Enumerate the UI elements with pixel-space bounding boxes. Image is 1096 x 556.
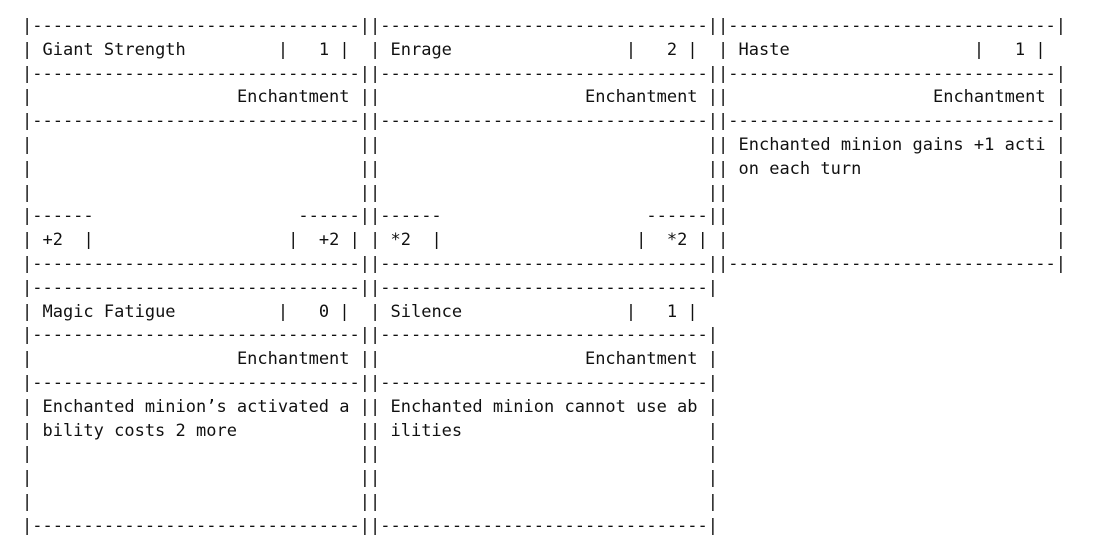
card-name: Haste Haste (738, 39, 974, 60)
card-health: *2 *2 (656, 230, 688, 251)
card-name: Magic Fatigue Magic Fatigue (42, 301, 278, 322)
card-health: +2 +2 (308, 230, 340, 251)
card[interactable]: |--------------------------------| | Sil… (370, 277, 719, 536)
card-cost: 1 1 (298, 39, 330, 60)
card-row: |--------------------------------| | Mag… (22, 277, 1066, 539)
card-type: Enchantment Enchantment (32, 349, 350, 370)
card-text: | | | | | | (22, 134, 370, 203)
card-name: Giant Strength Giant Strength (42, 39, 278, 60)
card[interactable]: |--------------------------------| | Has… (718, 16, 1067, 274)
card-board: |--------------------------------| | Gia… (22, 15, 1066, 539)
card-text: | Enchanted minion’s activated a | | bil… (22, 396, 370, 512)
card-row: |--------------------------------| | Gia… (22, 15, 1066, 277)
card-attack: *2 *2 (390, 230, 422, 251)
card-name: Silence Silence (390, 301, 626, 322)
card[interactable]: |--------------------------------| | Gia… (22, 16, 371, 274)
card[interactable]: |--------------------------------| | Mag… (22, 277, 371, 536)
card-text: | Enchanted minion cannot use ab | | ili… (370, 396, 719, 512)
card-type: Enchantment Enchantment (728, 87, 1046, 108)
card-text: | Enchanted minion gains +1 acti | | on … (718, 134, 1067, 251)
card-type: Enchantment Enchantment (32, 87, 350, 108)
card-type: Enchantment Enchantment (380, 349, 698, 370)
card-cost: 2 2 (646, 39, 678, 60)
card-name: Enrage Enrage (390, 39, 626, 60)
card-cost: 1 1 (646, 301, 678, 322)
card-cost: 1 1 (994, 39, 1026, 60)
card-attack: +2 +2 (42, 230, 74, 251)
card-type: Enchantment Enchantment (380, 87, 698, 108)
card[interactable]: |--------------------------------| | Enr… (370, 16, 719, 274)
card-cost: 0 0 (298, 301, 330, 322)
card-text: | | | | | | (370, 134, 719, 203)
